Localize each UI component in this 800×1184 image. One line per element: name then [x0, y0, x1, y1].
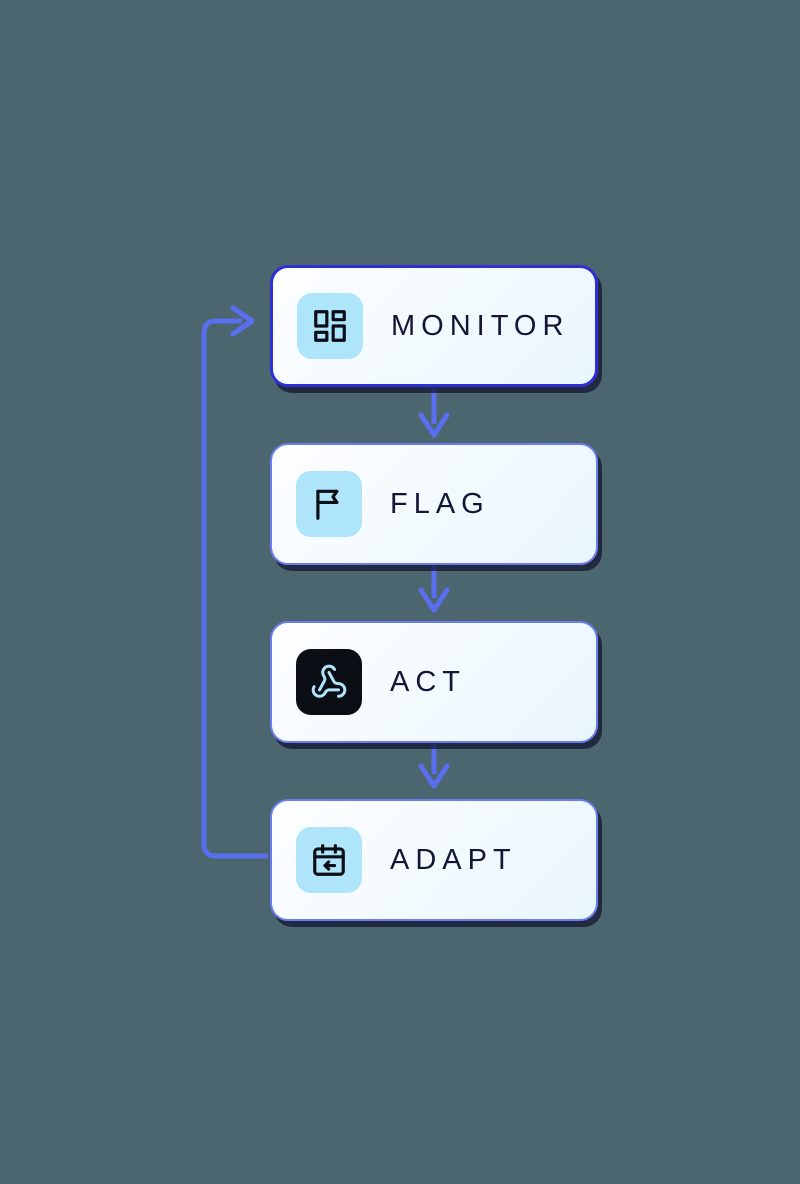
flag-icon	[296, 471, 362, 537]
node-label-adapt: ADAPT	[390, 843, 517, 876]
calendar-back-arrow-icon	[296, 827, 362, 893]
connector-adapt-to-monitor-feedback	[201, 305, 268, 859]
node-label-flag: FLAG	[390, 487, 490, 520]
webhook-icon	[296, 649, 362, 715]
node-flag[interactable]: FLAG	[270, 443, 598, 565]
node-monitor[interactable]: MONITOR	[270, 265, 598, 387]
connector-flag-to-act	[418, 566, 450, 613]
connector-act-to-adapt	[418, 744, 450, 789]
connector-monitor-to-flag	[418, 388, 450, 438]
node-adapt[interactable]: ADAPT	[270, 799, 598, 921]
node-act[interactable]: ACT	[270, 621, 598, 743]
node-label-act: ACT	[390, 665, 466, 698]
dashboard-grid-icon	[297, 293, 363, 359]
node-label-monitor: MONITOR	[391, 309, 570, 342]
